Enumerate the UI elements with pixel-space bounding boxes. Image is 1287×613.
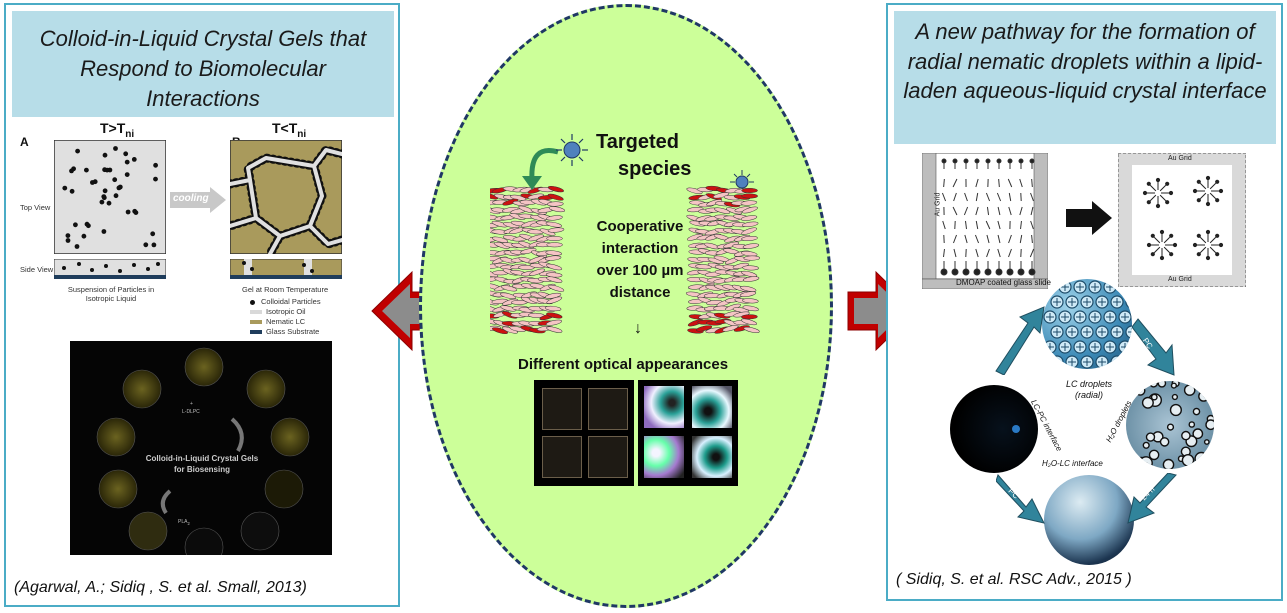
legend-isotropic-oil: Isotropic Oil (250, 307, 306, 316)
au-grid-label-2: Au Grid (1168, 155, 1192, 162)
au-grid-label-1: Au Grid (934, 192, 942, 217)
right-citation: ( Sidiq, S. et al. RSC Adv., 2015 ) (896, 571, 1132, 588)
down-arrow-glyph: ↓ (634, 320, 642, 337)
isotropic-top-view (54, 140, 166, 254)
optical-image-dark (534, 380, 634, 486)
isotropic-side-view (54, 259, 166, 279)
lc-cell-schematic (922, 153, 1048, 289)
targeted-species-icon (556, 134, 754, 189)
right-panel-title: A new pathway for the formation of radia… (894, 11, 1276, 144)
targeted-species-label: Targeted (596, 131, 679, 153)
panel-b-temperature: T<Tni (272, 120, 307, 140)
right-arrow (847, 270, 917, 352)
optical-appearances-label: Different optical appearances (518, 356, 729, 373)
photo-label-lipid: L-DLPC (182, 409, 200, 415)
cooling-label: cooling (173, 193, 209, 204)
arrow-24h-top-left (995, 306, 1045, 375)
left-citation: (Agarwal, A.; Sidiq , S. et al. Small, 2… (14, 579, 307, 596)
legend-nematic-lc: Nematic LC (250, 317, 305, 326)
au-grid-label-3: Au Grid (1168, 276, 1192, 283)
lc-droplets-label: LC droplets(radial) (1065, 379, 1113, 400)
center-circle (419, 4, 833, 608)
panel-a-temperature: T>Tni (100, 120, 135, 140)
gel-side-view (230, 259, 342, 279)
dmoap-label: DMOAP coated glass slide (956, 278, 1052, 287)
arrow-24h-bottom-right (1127, 473, 1177, 524)
optical-image-bright (638, 380, 738, 486)
arrow-pc-bottom-left (996, 474, 1045, 524)
targeted-species-label-2: species (618, 158, 692, 180)
lc-droplets-image (1042, 279, 1132, 369)
lc-pc-interface-image (950, 385, 1038, 473)
side-view-label: Side View (20, 265, 54, 274)
photo-label-plus: + (190, 401, 193, 407)
photo-label-pla2: PLA2 (178, 519, 190, 526)
lc-rod-illustrations (490, 134, 760, 335)
radial-droplet-schematic (1118, 153, 1246, 287)
legend-glass-substrate: Glass Substrate (250, 327, 319, 336)
cooling-arrow (170, 187, 226, 213)
legend-colloidal-particles: Colloidal Particles (250, 297, 321, 306)
left-panel: Colloid-in-Liquid Crystal Gels that Resp… (4, 3, 400, 607)
gel-top-view (230, 140, 342, 254)
h2o-lc-interface-image (1044, 475, 1134, 565)
top-view-label: Top View (20, 203, 51, 212)
right-panel: A new pathway for the formation of radia… (886, 3, 1283, 601)
left-panel-title: Colloid-in-Liquid Crystal Gels that Resp… (12, 11, 394, 117)
transform-arrow (1066, 201, 1112, 235)
arrow-pc-top-right (1132, 318, 1175, 376)
h2o-droplets-image (1126, 381, 1214, 469)
panel-a-letter: A (20, 135, 29, 149)
h2o-lc-interface-label: H₂O-LC interface (1042, 459, 1103, 468)
gel-caption: Gel at Room Temperature (242, 285, 329, 294)
